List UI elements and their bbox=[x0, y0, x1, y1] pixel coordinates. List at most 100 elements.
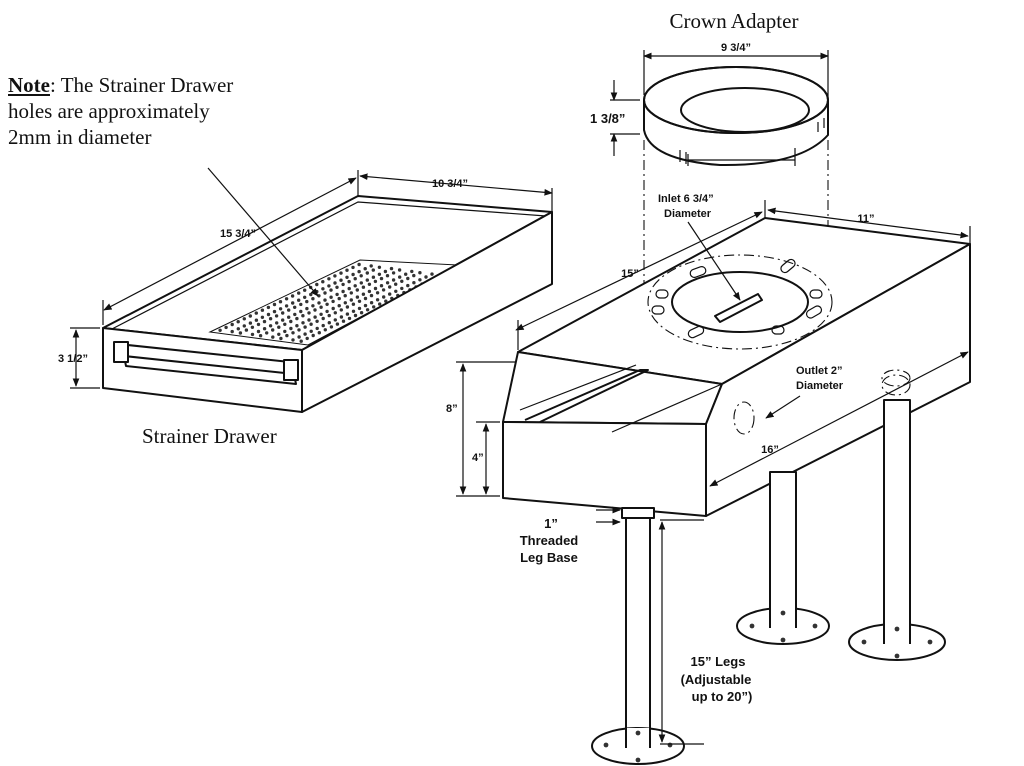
perforation-hole bbox=[262, 319, 267, 324]
perforation-hole bbox=[250, 325, 255, 329]
perforation-hole bbox=[329, 325, 334, 329]
unit-depth-label: 15” bbox=[621, 268, 639, 280]
perforation-hole bbox=[337, 296, 341, 301]
strainer-note: Note: The Strainer Drawer holes are appr… bbox=[8, 72, 258, 150]
perforation-hole bbox=[323, 328, 327, 332]
perforation-hole bbox=[309, 292, 313, 297]
perforation-hole bbox=[384, 299, 388, 303]
perforation-hole bbox=[256, 329, 261, 334]
perforation-hole bbox=[373, 286, 378, 291]
perforation-hole bbox=[345, 268, 349, 272]
perforation-hole bbox=[290, 294, 295, 298]
perforation-hole bbox=[365, 278, 369, 282]
perforation-hole bbox=[236, 327, 240, 331]
perforation-hole bbox=[335, 292, 339, 297]
perforation-hole bbox=[329, 295, 333, 299]
perforation-hole bbox=[357, 299, 362, 303]
perforation-hole bbox=[337, 304, 341, 308]
perforation-hole bbox=[388, 285, 392, 289]
perforation-hole bbox=[281, 311, 285, 315]
perforation-hole bbox=[248, 314, 252, 318]
drawer-length-label: 15 3/4” bbox=[220, 228, 256, 240]
perforation-hole bbox=[283, 329, 287, 334]
perforation-hole bbox=[418, 271, 422, 275]
perforation-hole bbox=[268, 317, 273, 321]
perforation-hole bbox=[325, 302, 329, 306]
perforation-hole bbox=[349, 298, 353, 302]
perforation-hole bbox=[297, 335, 301, 339]
perforation-hole bbox=[391, 278, 396, 282]
leg-base-line2: Threaded bbox=[520, 533, 579, 548]
perforation-hole bbox=[279, 336, 283, 341]
unit-length-label: 16” bbox=[761, 444, 779, 456]
perforation-hole bbox=[303, 325, 307, 329]
perforation-hole bbox=[301, 321, 305, 325]
perforation-hole bbox=[297, 291, 301, 295]
perforation-hole bbox=[388, 292, 392, 296]
perforation-hole bbox=[357, 269, 361, 274]
perforation-hole bbox=[394, 289, 398, 293]
perforation-hole bbox=[303, 288, 307, 292]
perforation-hole bbox=[359, 281, 363, 285]
perforation-hole bbox=[327, 313, 331, 318]
perforation-hole bbox=[299, 339, 303, 343]
perforation-hole bbox=[281, 318, 285, 322]
crown-adapter bbox=[643, 66, 829, 167]
unit-width-label: 11” bbox=[857, 213, 874, 225]
perforation-hole bbox=[295, 316, 299, 321]
perforation-hole bbox=[307, 318, 311, 322]
perforation-hole bbox=[406, 276, 410, 281]
perforation-hole bbox=[339, 271, 343, 275]
legs-dimension bbox=[658, 519, 704, 745]
crown-height-dimension bbox=[610, 80, 640, 156]
perforation-hole bbox=[248, 321, 253, 325]
strainer-drawer bbox=[102, 195, 553, 413]
drawer-width-dimension bbox=[357, 170, 553, 212]
perforation-hole bbox=[418, 278, 422, 282]
perforation-hole bbox=[385, 281, 390, 285]
perforation-hole bbox=[218, 328, 222, 332]
perforation-hole bbox=[242, 317, 246, 321]
perforation-hole bbox=[345, 305, 350, 309]
perforation-hole bbox=[398, 275, 402, 279]
perforation-hole bbox=[319, 305, 323, 309]
perforation-hole bbox=[319, 312, 323, 316]
perforation-hole bbox=[327, 321, 331, 325]
perforation-hole bbox=[313, 308, 317, 312]
perforation-hole bbox=[297, 328, 301, 332]
perforation-hole bbox=[277, 332, 281, 336]
perforation-hole bbox=[381, 288, 386, 292]
leg-base-dimension bbox=[596, 506, 621, 526]
perforation-hole bbox=[224, 325, 228, 330]
drawer-length-dimension bbox=[102, 177, 357, 325]
perforation-hole bbox=[406, 283, 410, 288]
perforation-hole bbox=[256, 322, 261, 327]
perforation-hole bbox=[339, 278, 343, 282]
perforation-hole bbox=[379, 276, 384, 281]
perforation-hole bbox=[289, 326, 293, 331]
perforation-hole bbox=[272, 302, 277, 307]
perforation-hole bbox=[382, 295, 386, 299]
perforation-hole bbox=[410, 269, 414, 274]
perforation-hole bbox=[333, 318, 337, 322]
perforation-hole bbox=[321, 287, 325, 291]
perforation-hole bbox=[379, 284, 384, 288]
perforation-hole bbox=[430, 272, 434, 276]
perforation-hole bbox=[242, 324, 246, 328]
perforation-hole bbox=[303, 295, 307, 299]
perforation-hole bbox=[315, 282, 319, 287]
perforation-hole bbox=[299, 302, 303, 307]
perforation-hole bbox=[260, 315, 265, 319]
perforation-hole bbox=[291, 331, 295, 335]
unit-height-dimension bbox=[456, 361, 516, 497]
perforation-hole bbox=[361, 285, 366, 289]
perforation-hole bbox=[339, 308, 343, 312]
perforation-hole bbox=[329, 288, 333, 292]
perforation-hole bbox=[271, 328, 275, 332]
perforation-hole bbox=[375, 298, 380, 302]
perforation-hole bbox=[285, 333, 289, 338]
crown-width-label: 9 3/4” bbox=[721, 42, 751, 54]
perforation-hole bbox=[351, 309, 356, 313]
perforation-hole bbox=[307, 311, 311, 315]
perforation-hole bbox=[238, 331, 243, 335]
